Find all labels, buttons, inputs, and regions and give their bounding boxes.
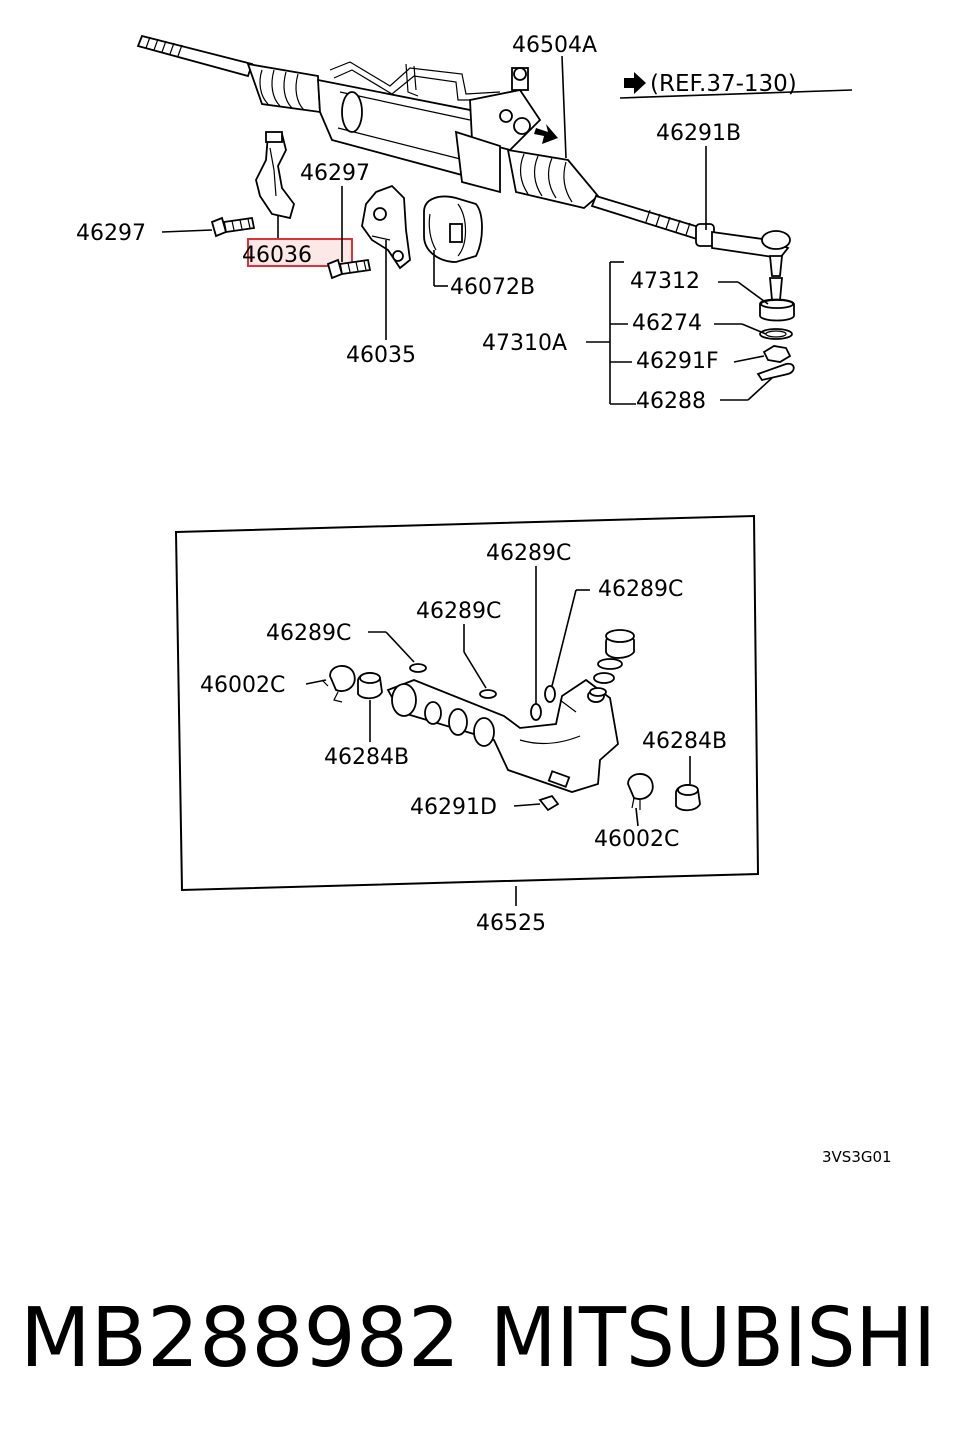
- detail-frame: [174, 514, 760, 892]
- fitting-46291D: [538, 794, 560, 812]
- hydraulic-lines: [329, 61, 501, 101]
- callout-46297-left: 46297: [76, 221, 146, 246]
- hose-clamp-left: [321, 665, 356, 703]
- callout-46035: 46035: [346, 343, 416, 368]
- steering-rack-assembly: [136, 34, 791, 277]
- o-ring-b: [479, 689, 497, 699]
- o-ring-d: [544, 685, 556, 703]
- callout-46002C-right: 46002C: [594, 827, 679, 852]
- rack-bracket-46036: [255, 131, 295, 220]
- o-ring-c: [530, 703, 542, 721]
- right-rack-boot: [506, 148, 600, 209]
- callout-46289C-c: 46289C: [416, 599, 501, 624]
- brand-name: MITSUBISHI: [490, 1291, 936, 1386]
- callout-46297-top: 46297: [300, 161, 370, 186]
- callout-46284B-right: 46284B: [642, 729, 727, 754]
- bolt-46297-top: [326, 258, 372, 280]
- pinion-valve-body: [454, 67, 542, 194]
- cotter-pin-46288: [756, 362, 795, 382]
- bolt-46297-left: [210, 216, 256, 238]
- boot-46274: [759, 298, 795, 322]
- callout-46525: 46525: [476, 911, 546, 936]
- nut-46291F: [762, 345, 792, 363]
- callout-47310A: 47310A: [482, 331, 567, 356]
- hose-clamp-right: [627, 773, 654, 810]
- clamp-46035: [361, 184, 411, 270]
- callout-46291D: 46291D: [410, 795, 497, 820]
- callout-46289C-a: 46289C: [486, 541, 571, 566]
- o-ring-a: [409, 663, 427, 673]
- bushing-46072B: [423, 195, 483, 263]
- callout-46036: 46036: [242, 243, 312, 268]
- callout-46291B: 46291B: [656, 121, 741, 146]
- callout-46072B: 46072B: [450, 275, 535, 300]
- valve-housing-46525: [386, 678, 619, 793]
- part-number: MB288982: [20, 1291, 460, 1386]
- plug-right: [675, 784, 701, 812]
- callout-46284B-left: 46284B: [324, 745, 409, 770]
- plug-left: [357, 672, 383, 700]
- callout-46289C-d: 46289C: [266, 621, 351, 646]
- callout-46289C-b: 46289C: [598, 577, 683, 602]
- ring-46274: [759, 328, 793, 340]
- callout-46504A: 46504A: [512, 33, 597, 58]
- drawing-code: 3VS3G01: [822, 1148, 892, 1166]
- callout-46002C-left: 46002C: [200, 673, 285, 698]
- callout-46291F: 46291F: [636, 349, 719, 374]
- left-rack-boot: [246, 62, 321, 114]
- reference-arrow-icon: [624, 72, 646, 94]
- valve-spool-stack: [589, 629, 635, 697]
- callout-47312: 47312: [630, 269, 700, 294]
- callout-46274: 46274: [632, 311, 702, 336]
- callout-46288: 46288: [636, 389, 706, 414]
- tie-rod-end: [695, 223, 791, 277]
- left-tie-rod: [136, 34, 254, 78]
- ball-joint-stud-47312: [769, 277, 783, 301]
- direction-arrow-icon: [534, 124, 558, 144]
